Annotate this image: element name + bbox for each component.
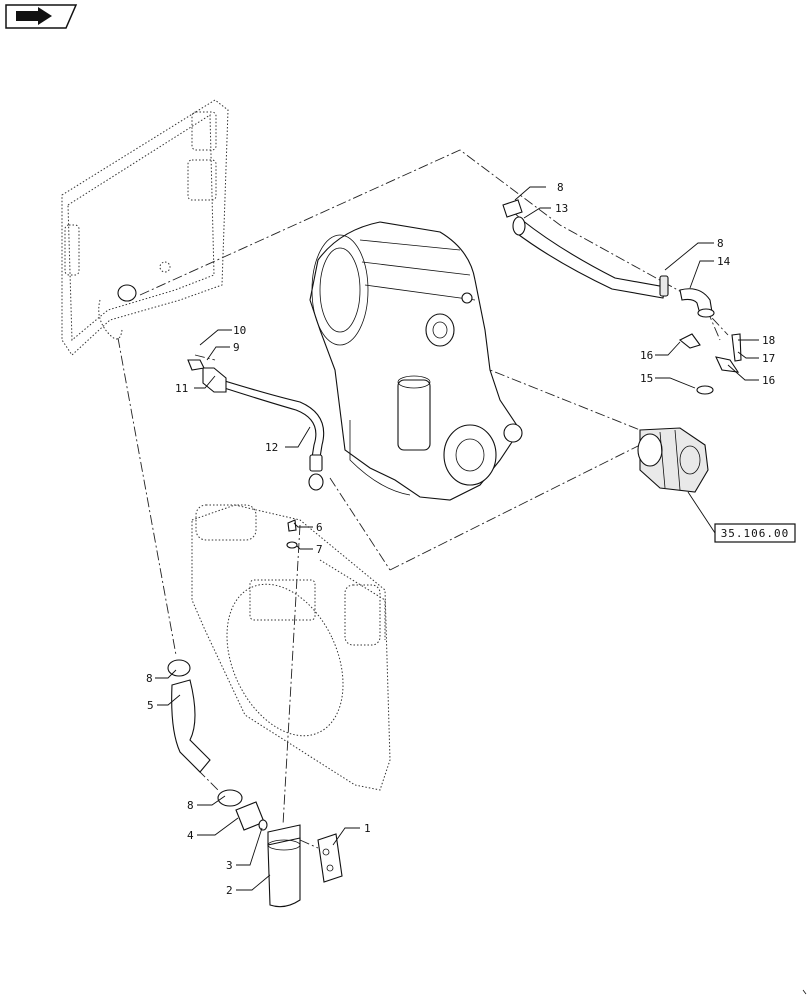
callout-16-left: 16 [640,349,653,362]
filter-assembly [235,519,343,908]
callout-16-right: 16 [762,374,775,387]
hose-5 [167,659,243,807]
callout-2: 2 [226,884,233,897]
callout-15: 15 [640,372,653,385]
callout-5: 5 [147,699,154,712]
reference-callout[interactable]: 35.106.00 [687,491,796,543]
callout-6: 6 [316,521,323,534]
callout-12: 12 [265,441,278,454]
corner-mark [802,989,807,995]
callout-8-top: 8 [557,181,564,194]
reference-label: 35.106.00 [721,527,790,540]
callout-11: 11 [175,382,188,395]
transmission-assembly [309,221,523,501]
hose-13 [502,199,669,299]
callout-numbers: 1 2 3 4 5 6 7 8 8 8 8 9 10 11 12 13 14 1… [146,181,775,897]
return-arrow-icon[interactable] [5,4,78,29]
callout-17: 17 [762,352,775,365]
callout-8-right: 8 [717,237,724,250]
callout-1: 1 [364,822,371,835]
callout-18: 18 [762,334,775,347]
small-parts-15-18 [678,333,742,395]
callout-10: 10 [233,324,246,337]
radiator-assembly [191,504,391,791]
callout-7: 7 [316,543,323,556]
callout-8-lower: 8 [146,672,153,685]
hose-12 [187,359,325,491]
cab-panel-outline [61,99,229,356]
callout-9: 9 [233,341,240,354]
callout-3: 3 [226,859,233,872]
callout-8-filter: 8 [187,799,194,812]
hydraulic-pump [637,427,709,493]
callout-13: 13 [555,202,568,215]
callout-14: 14 [717,255,731,268]
leader-lines [155,186,759,891]
elbow-14 [679,288,715,318]
callout-4: 4 [187,829,194,842]
